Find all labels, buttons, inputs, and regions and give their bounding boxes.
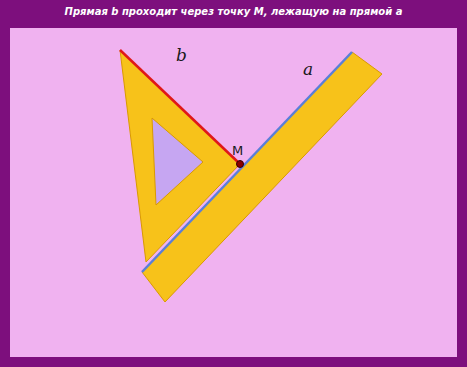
line-label: a <box>303 60 313 78</box>
set-square-hole <box>152 118 203 205</box>
ruler <box>142 52 382 302</box>
set-square <box>120 50 240 262</box>
line-label: b <box>176 46 187 64</box>
slide-title: Прямая b проходит через точку M, лежащую… <box>10 5 457 19</box>
point-label: M <box>232 142 243 160</box>
slide-ground <box>10 28 457 357</box>
point-m <box>237 161 244 168</box>
line-b <box>120 50 240 164</box>
line-a <box>142 52 352 272</box>
